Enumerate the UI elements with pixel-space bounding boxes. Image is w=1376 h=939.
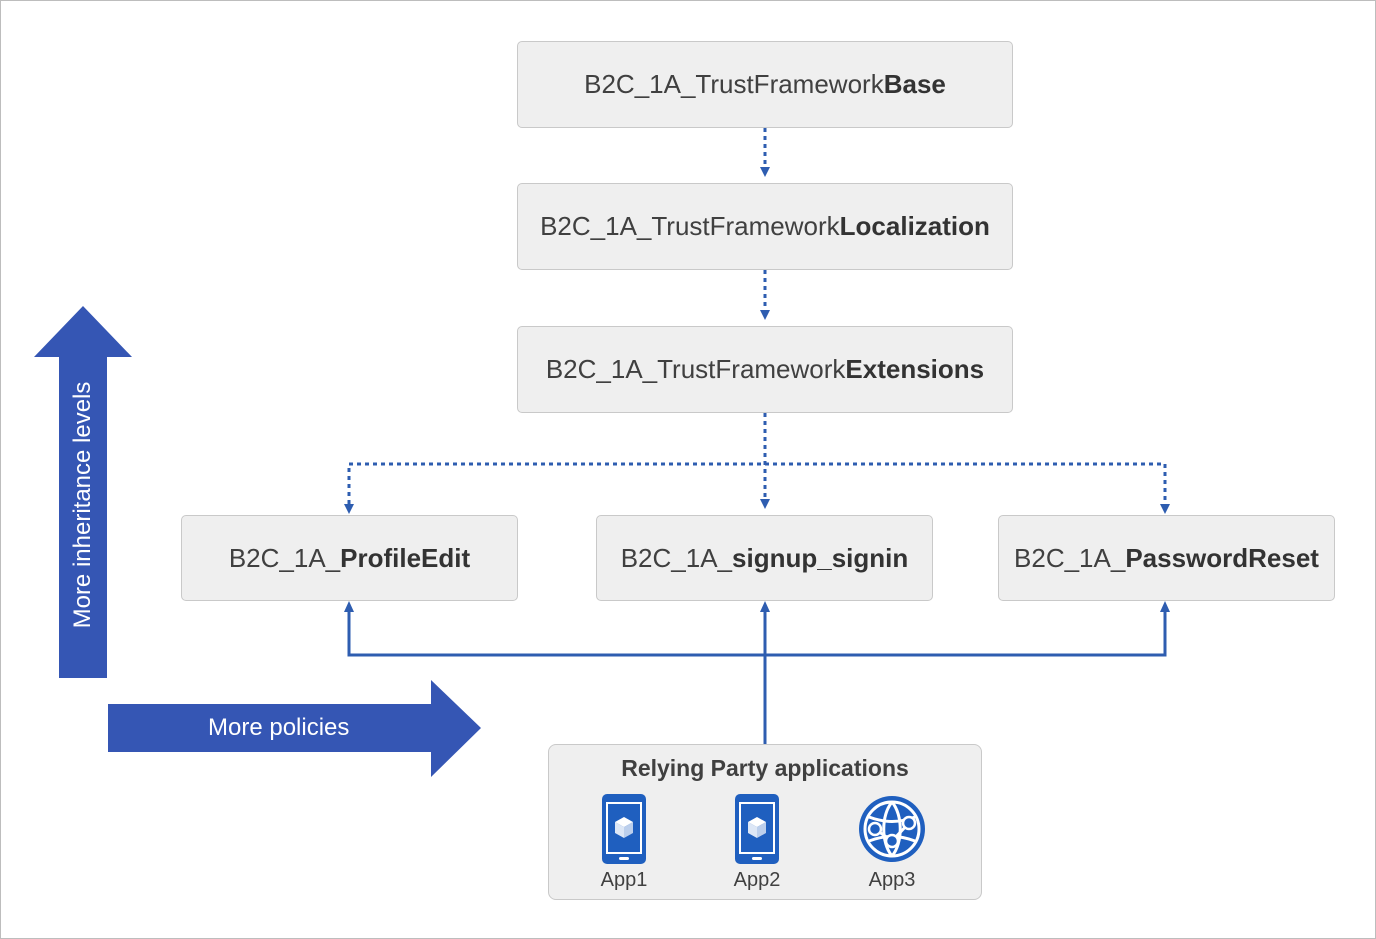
policy-base-prefix: B2C_1A_TrustFramework <box>584 69 884 99</box>
more-policies-label: More policies <box>208 714 350 741</box>
policy-extensions-prefix: B2C_1A_TrustFramework <box>545 354 846 384</box>
policy-profile-edit-prefix: B2C_1A_ <box>228 542 341 573</box>
policy-password-reset-prefix: B2C_1A_ <box>1014 542 1126 573</box>
connector-extensions-branch <box>347 462 1167 504</box>
more-policies-label-wrap: More policies <box>108 704 458 752</box>
policy-localization-prefix: B2C_1A_TrustFramework <box>540 211 840 241</box>
policy-profile-edit-box: B2C_1A_ProfileEdit <box>181 515 518 601</box>
policy-localization-suffix: Localization <box>839 211 990 241</box>
policy-signup-signin-suffix: signup_signin <box>732 542 909 573</box>
app3-label: App3 <box>868 869 916 891</box>
arrowhead-rp-profile <box>344 601 354 612</box>
arrowhead-rp-signup <box>760 601 770 612</box>
app1: App1 <box>579 793 669 892</box>
arrowhead-profile <box>344 504 354 514</box>
policy-password-reset-suffix: PasswordReset <box>1125 542 1319 573</box>
arrowhead-rp-password <box>1160 601 1170 612</box>
arrowhead-password <box>1160 504 1170 514</box>
policy-signup-signin-box: B2C_1A_signup_signin <box>596 515 933 601</box>
relying-party-box: Relying Party applications App1 <box>548 744 982 900</box>
policy-profile-edit-suffix: ProfileEdit <box>340 542 471 573</box>
inheritance-levels-arrow <box>34 306 132 678</box>
app2-label: App2 <box>733 869 781 891</box>
policy-signup-signin-prefix: B2C_1A_ <box>620 542 733 573</box>
more-policies-arrow <box>108 680 481 777</box>
web-app-globe-icon <box>859 796 925 862</box>
policy-base-suffix: Base <box>883 69 946 99</box>
policy-password-reset-box: B2C_1A_PasswordReset <box>998 515 1335 601</box>
mobile-app-icon <box>602 794 646 864</box>
mobile-app-icon <box>735 794 779 864</box>
app3: App3 <box>847 793 937 892</box>
connector-rp-branch <box>347 612 1167 657</box>
relying-party-title: Relying Party applications <box>621 755 909 781</box>
inheritance-levels-label: More inheritance levels <box>69 381 96 629</box>
policy-extensions-suffix: Extensions <box>845 354 985 384</box>
app1-label: App1 <box>600 869 648 891</box>
app2: App2 <box>712 793 802 892</box>
